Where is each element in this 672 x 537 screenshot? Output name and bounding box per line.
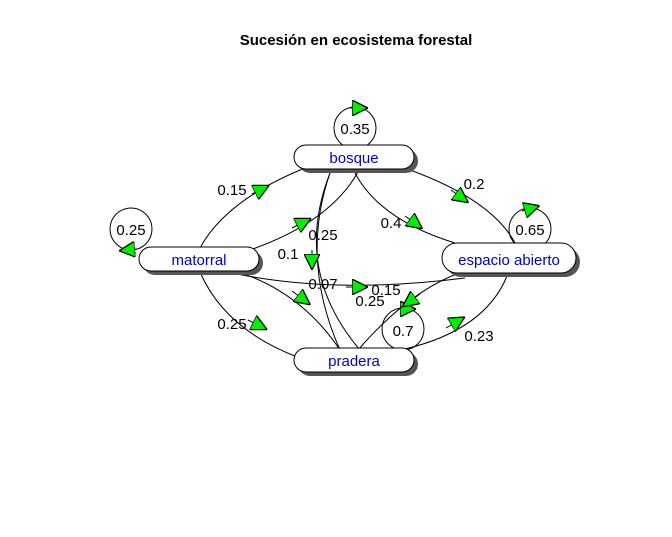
node-bosque: bosque xyxy=(293,144,418,173)
loop-pradera: 0.7 xyxy=(381,308,425,351)
svg-text:0.23: 0.23 xyxy=(464,328,493,345)
node-label-matorral: matorral xyxy=(171,252,226,269)
edge-bosque-pradera: 0.07 xyxy=(308,172,361,351)
label-bosque-bosque: 0.35 xyxy=(340,121,369,138)
edge-matorral-bosque: 0.25 xyxy=(249,171,359,251)
edge-espacio-abierto-pradera: 0.25 xyxy=(355,271,463,351)
edge-bosque-espacio-abierto: 0.2 xyxy=(409,169,516,244)
node-label-pradera: pradera xyxy=(328,353,380,370)
node-label-bosque: bosque xyxy=(329,150,378,167)
svg-text:0.1: 0.1 xyxy=(278,246,299,263)
edge-pradera-bosque: 0.1 xyxy=(278,172,341,351)
loop-matorral: 0.25 xyxy=(109,207,153,250)
label-pradera-pradera: 0.7 xyxy=(393,323,414,340)
svg-text:0.4: 0.4 xyxy=(381,215,402,232)
svg-text:0.25: 0.25 xyxy=(308,227,337,244)
node-pradera: pradera xyxy=(293,347,418,376)
edge-pradera-espacio-abierto: 0.23 xyxy=(404,275,508,350)
svg-text:0.15: 0.15 xyxy=(371,282,400,299)
loop-bosque: 0.35 xyxy=(333,107,377,150)
label-espacio-abierto-espacio-abierto: 0.65 xyxy=(515,222,544,239)
edge-bosque-matorral: 0.15 xyxy=(199,167,306,249)
label-matorral-matorral: 0.25 xyxy=(116,222,145,239)
svg-text:0.15: 0.15 xyxy=(217,182,246,199)
node-espacio-abierto: espacio abierto xyxy=(441,242,580,277)
edge-matorral-espacio-abierto: 0.15 xyxy=(227,271,466,299)
diagram-title: Sucesión en ecosistema forestal xyxy=(240,32,473,49)
edge-espacio-abierto-bosque: 0.4 xyxy=(354,172,456,244)
svg-text:0.25: 0.25 xyxy=(355,293,384,310)
node-matorral: matorral xyxy=(138,246,263,275)
svg-text:0.2: 0.2 xyxy=(464,176,485,193)
node-label-espacio-abierto: espacio abierto xyxy=(458,252,560,269)
svg-text:0.25: 0.25 xyxy=(217,316,246,333)
edge-matorral-pradera: 0.25 xyxy=(199,271,301,359)
